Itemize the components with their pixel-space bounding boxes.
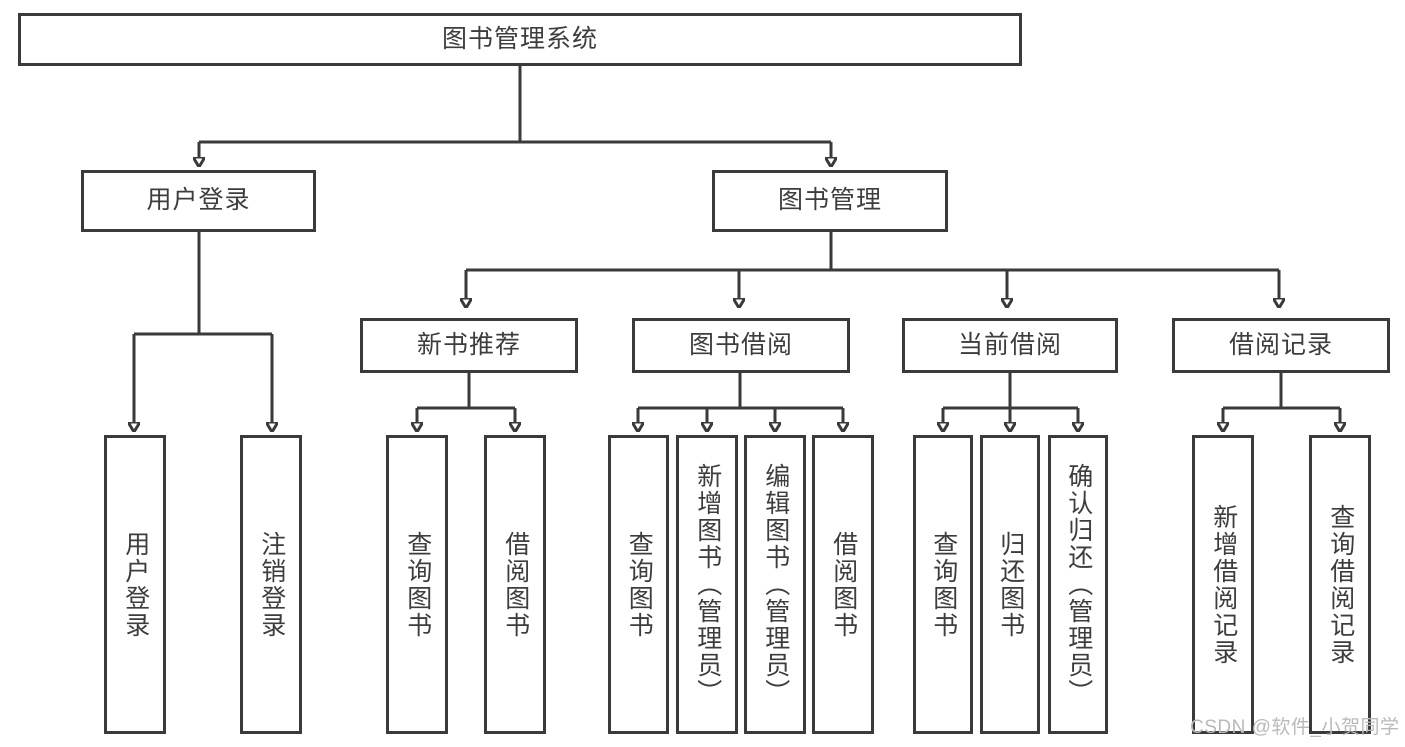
- node-book-borrow[interactable]: 图书借阅: [632, 318, 850, 373]
- node-root-system[interactable]: 图书管理系统: [18, 13, 1022, 66]
- node-borrow-records[interactable]: 借阅记录: [1172, 318, 1390, 373]
- leaf-user-login-login[interactable]: 用户登录: [104, 435, 166, 734]
- leaf-borrow-record-query-record-label: 查询借阅记录: [1326, 503, 1355, 666]
- leaf-current-borrow-confirm-return[interactable]: 确认归还（管理员）: [1048, 435, 1108, 734]
- node-current-borrow-label: 当前借阅: [957, 330, 1062, 359]
- node-borrow-records-label: 借阅记录: [1228, 330, 1333, 359]
- leaf-book-borrow-borrow-book-label: 借阅图书: [829, 530, 858, 639]
- node-book-management[interactable]: 图书管理: [712, 170, 948, 232]
- leaf-user-login-login-label: 用户登录: [121, 530, 150, 639]
- leaf-user-login-logout-label: 注销登录: [257, 530, 286, 639]
- leaf-current-borrow-confirm-return-label: 确认归还（管理员）: [1064, 463, 1093, 706]
- node-current-borrow[interactable]: 当前借阅: [902, 318, 1118, 373]
- leaf-book-borrow-add-book-label: 新增图书（管理员）: [693, 463, 722, 706]
- leaf-borrow-record-add-record[interactable]: 新增借阅记录: [1192, 435, 1254, 734]
- leaf-current-borrow-return-book[interactable]: 归还图书: [980, 435, 1040, 734]
- leaf-current-borrow-return-book-label: 归还图书: [996, 530, 1025, 639]
- leaf-book-borrow-query-book-label: 查询图书: [625, 530, 654, 639]
- leaf-borrow-record-query-record[interactable]: 查询借阅记录: [1309, 435, 1371, 734]
- leaf-book-borrow-edit-book[interactable]: 编辑图书（管理员）: [744, 435, 806, 734]
- leaf-new-book-borrow-book[interactable]: 借阅图书: [484, 435, 546, 734]
- node-new-book-recommend[interactable]: 新书推荐: [360, 318, 578, 373]
- leaf-borrow-record-add-record-label: 新增借阅记录: [1209, 503, 1238, 666]
- leaf-book-borrow-query-book[interactable]: 查询图书: [608, 435, 669, 734]
- leaf-book-borrow-edit-book-label: 编辑图书（管理员）: [761, 463, 790, 706]
- csdn-watermark: CSDN @软件_小贺同学: [1190, 717, 1400, 738]
- node-root-system-label: 图书管理系统: [441, 24, 598, 53]
- leaf-user-login-logout[interactable]: 注销登录: [240, 435, 302, 734]
- node-user-login[interactable]: 用户登录: [81, 170, 316, 232]
- leaf-new-book-query-book-label: 查询图书: [403, 530, 432, 639]
- leaf-book-borrow-borrow-book[interactable]: 借阅图书: [812, 435, 874, 734]
- leaf-book-borrow-add-book[interactable]: 新增图书（管理员）: [676, 435, 738, 734]
- node-new-book-recommend-label: 新书推荐: [416, 330, 521, 359]
- node-book-borrow-label: 图书借阅: [688, 330, 793, 359]
- leaf-current-borrow-query-book[interactable]: 查询图书: [913, 435, 973, 734]
- leaf-current-borrow-query-book-label: 查询图书: [929, 530, 958, 639]
- leaf-new-book-borrow-book-label: 借阅图书: [501, 530, 530, 639]
- node-book-management-label: 图书管理: [777, 186, 882, 215]
- node-user-login-label: 用户登录: [146, 186, 251, 215]
- leaf-new-book-query-book[interactable]: 查询图书: [386, 435, 448, 734]
